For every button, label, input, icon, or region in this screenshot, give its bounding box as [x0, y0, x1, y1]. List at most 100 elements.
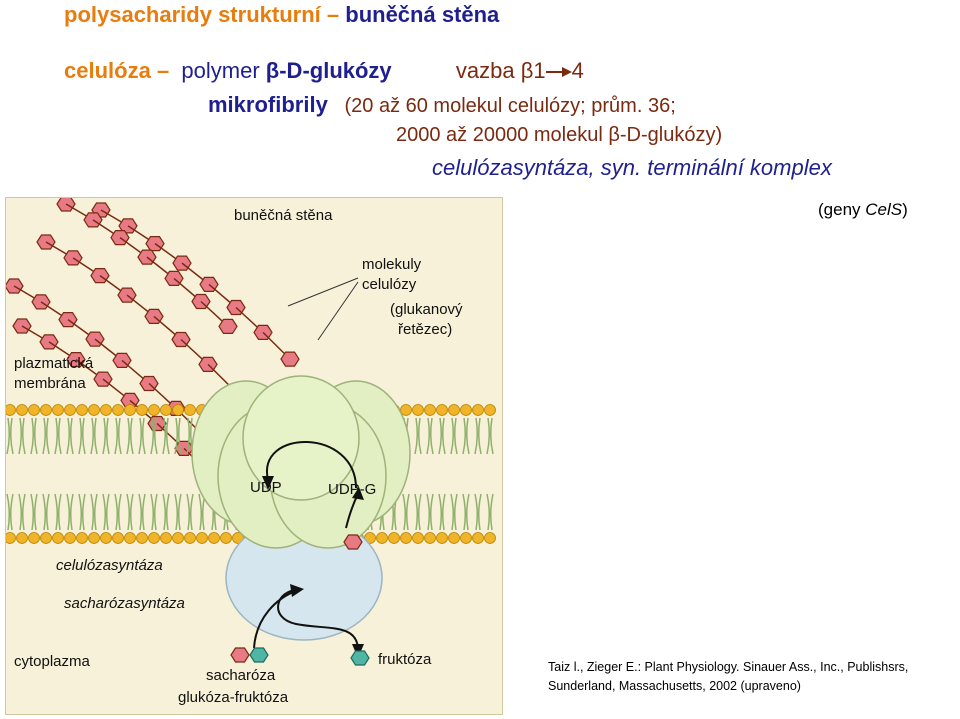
lipid-head [112, 404, 124, 416]
lipid-head [40, 532, 52, 544]
sucrose-fructose-hexagon-icon [249, 647, 269, 663]
lipid-head [208, 532, 220, 544]
lipid-head [220, 532, 232, 544]
genes-close: ) [902, 200, 908, 219]
lipid-head [124, 404, 136, 416]
label-cytoplasm: cytoplazma [14, 653, 91, 670]
lipid-head [400, 532, 412, 544]
label-sucrose-synthase: sacharózasyntáza [64, 595, 185, 612]
figure-illustration: buněčná stěna molekuly celulózy (glukano… [4, 196, 496, 706]
molecule-pointer-1 [287, 277, 359, 307]
citation-line-1: Taiz l., Zieger E.: Plant Physiology. Si… [548, 660, 909, 674]
lipid-head [52, 404, 64, 416]
citation-line-2: Sunderland, Massachusetts, 2002 (upraven… [548, 679, 801, 693]
glucan-hexagon-icon [280, 351, 300, 367]
lipid-head [64, 404, 76, 416]
lipid-head [184, 532, 196, 544]
glucose-hexagon-icon [343, 534, 363, 550]
lipid-head [88, 532, 100, 544]
heading-part1: polysacharidy strukturní [64, 2, 321, 27]
label-glucan-2: řetězec) [398, 321, 452, 338]
label-sucrose: sacharóza [206, 667, 276, 684]
lipid-head [4, 532, 16, 544]
lipid-head [424, 404, 436, 416]
lipid-head [484, 404, 496, 416]
microfibrils-term: mikrofibrily [208, 92, 328, 117]
synthase-line: celulózasyntáza, syn. terminální komplex [432, 155, 832, 180]
lipid-head [412, 532, 424, 544]
lipid-head [100, 404, 112, 416]
lipid-head [160, 532, 172, 544]
bond-arrow-icon [545, 67, 572, 78]
page-heading: polysacharidy strukturní – buněčná stěna [64, 2, 499, 28]
udp-arc-arrow [266, 440, 357, 489]
lipid-head [76, 532, 88, 544]
lipid-head [76, 404, 88, 416]
lipid-head [448, 404, 460, 416]
lipid-head [28, 532, 40, 544]
sucrose-in-arrow-head [290, 584, 304, 597]
molecule-pointer-2 [317, 281, 359, 341]
lipid-head [136, 532, 148, 544]
lipid-head [88, 404, 100, 416]
lipid-head [124, 532, 136, 544]
lipid-head [448, 532, 460, 544]
cellulose-synthesis-figure: buněčná stěna molekuly celulózy (glukano… [4, 196, 503, 715]
glucose-count-line: 2000 až 20000 molekul β-D-glukózy) [396, 124, 723, 146]
bond-text: vazba β1 [455, 58, 546, 83]
lipid-head [160, 404, 172, 416]
cellulose-text2: β-D-glukózy [265, 58, 392, 83]
sucrose-glucose-hexagon-icon [230, 647, 250, 663]
lipid-head [112, 532, 124, 544]
glucan-hexagon-icon [218, 318, 238, 334]
cellulose-dash: – [156, 58, 170, 83]
heading-part2: buněčná stěna [345, 2, 500, 27]
lipid-head [484, 532, 496, 544]
label-udp: UDP [250, 479, 282, 496]
label-membrane-2: membrána [14, 375, 86, 392]
label-udpg: UDP-G [328, 481, 376, 498]
lipid-head [196, 532, 208, 544]
lipid-head [436, 404, 448, 416]
lipid-head [400, 404, 412, 416]
udp-arrow-head [262, 476, 274, 490]
lipid-head [460, 404, 472, 416]
lipid-head [148, 532, 160, 544]
lipid-head [184, 404, 196, 416]
microfibrils-line: mikrofibrily (20 až 60 molekul celulózy;… [208, 92, 676, 118]
lipid-head [64, 532, 76, 544]
lipid-head [16, 404, 28, 416]
lipid-head [172, 532, 184, 544]
microfibrils-text: (20 až 60 molekul celulózy; prům. 36; [344, 95, 676, 117]
heading-dash: – [326, 2, 340, 27]
lipid-head [172, 404, 184, 416]
lipid-head [472, 404, 484, 416]
lipid-head [472, 532, 484, 544]
lipid-head [100, 532, 112, 544]
udpg-arrow-head [352, 487, 364, 500]
lipid-head [148, 404, 160, 416]
cellulose-term: celulóza [64, 58, 151, 83]
genes-name: CelS [865, 200, 903, 219]
label-membrane-1: plazmatická [14, 355, 94, 372]
lipid-head [388, 532, 400, 544]
genes-note: (geny CelS) [818, 200, 908, 220]
label-fructose: fruktóza [378, 651, 432, 668]
lipid-head [376, 532, 388, 544]
fructose-hexagon-icon [350, 650, 370, 666]
lipid-head [52, 532, 64, 544]
label-molecules-1: molekuly [362, 256, 422, 273]
lipid-head [16, 532, 28, 544]
cellulose-synthase-complex [191, 375, 411, 549]
lipid-head [460, 532, 472, 544]
lipid-head [40, 404, 52, 416]
lipid-head [424, 532, 436, 544]
lipid-head [4, 404, 16, 416]
label-glucan-1: (glukanový [390, 301, 463, 318]
label-glucose-fructose: glukóza-fruktóza [178, 689, 289, 706]
lipid-head [136, 404, 148, 416]
label-cellulose-synthase: celulózasyntáza [56, 557, 163, 574]
lipid-head [412, 404, 424, 416]
label-cell-wall: buněčná stěna [234, 207, 333, 224]
